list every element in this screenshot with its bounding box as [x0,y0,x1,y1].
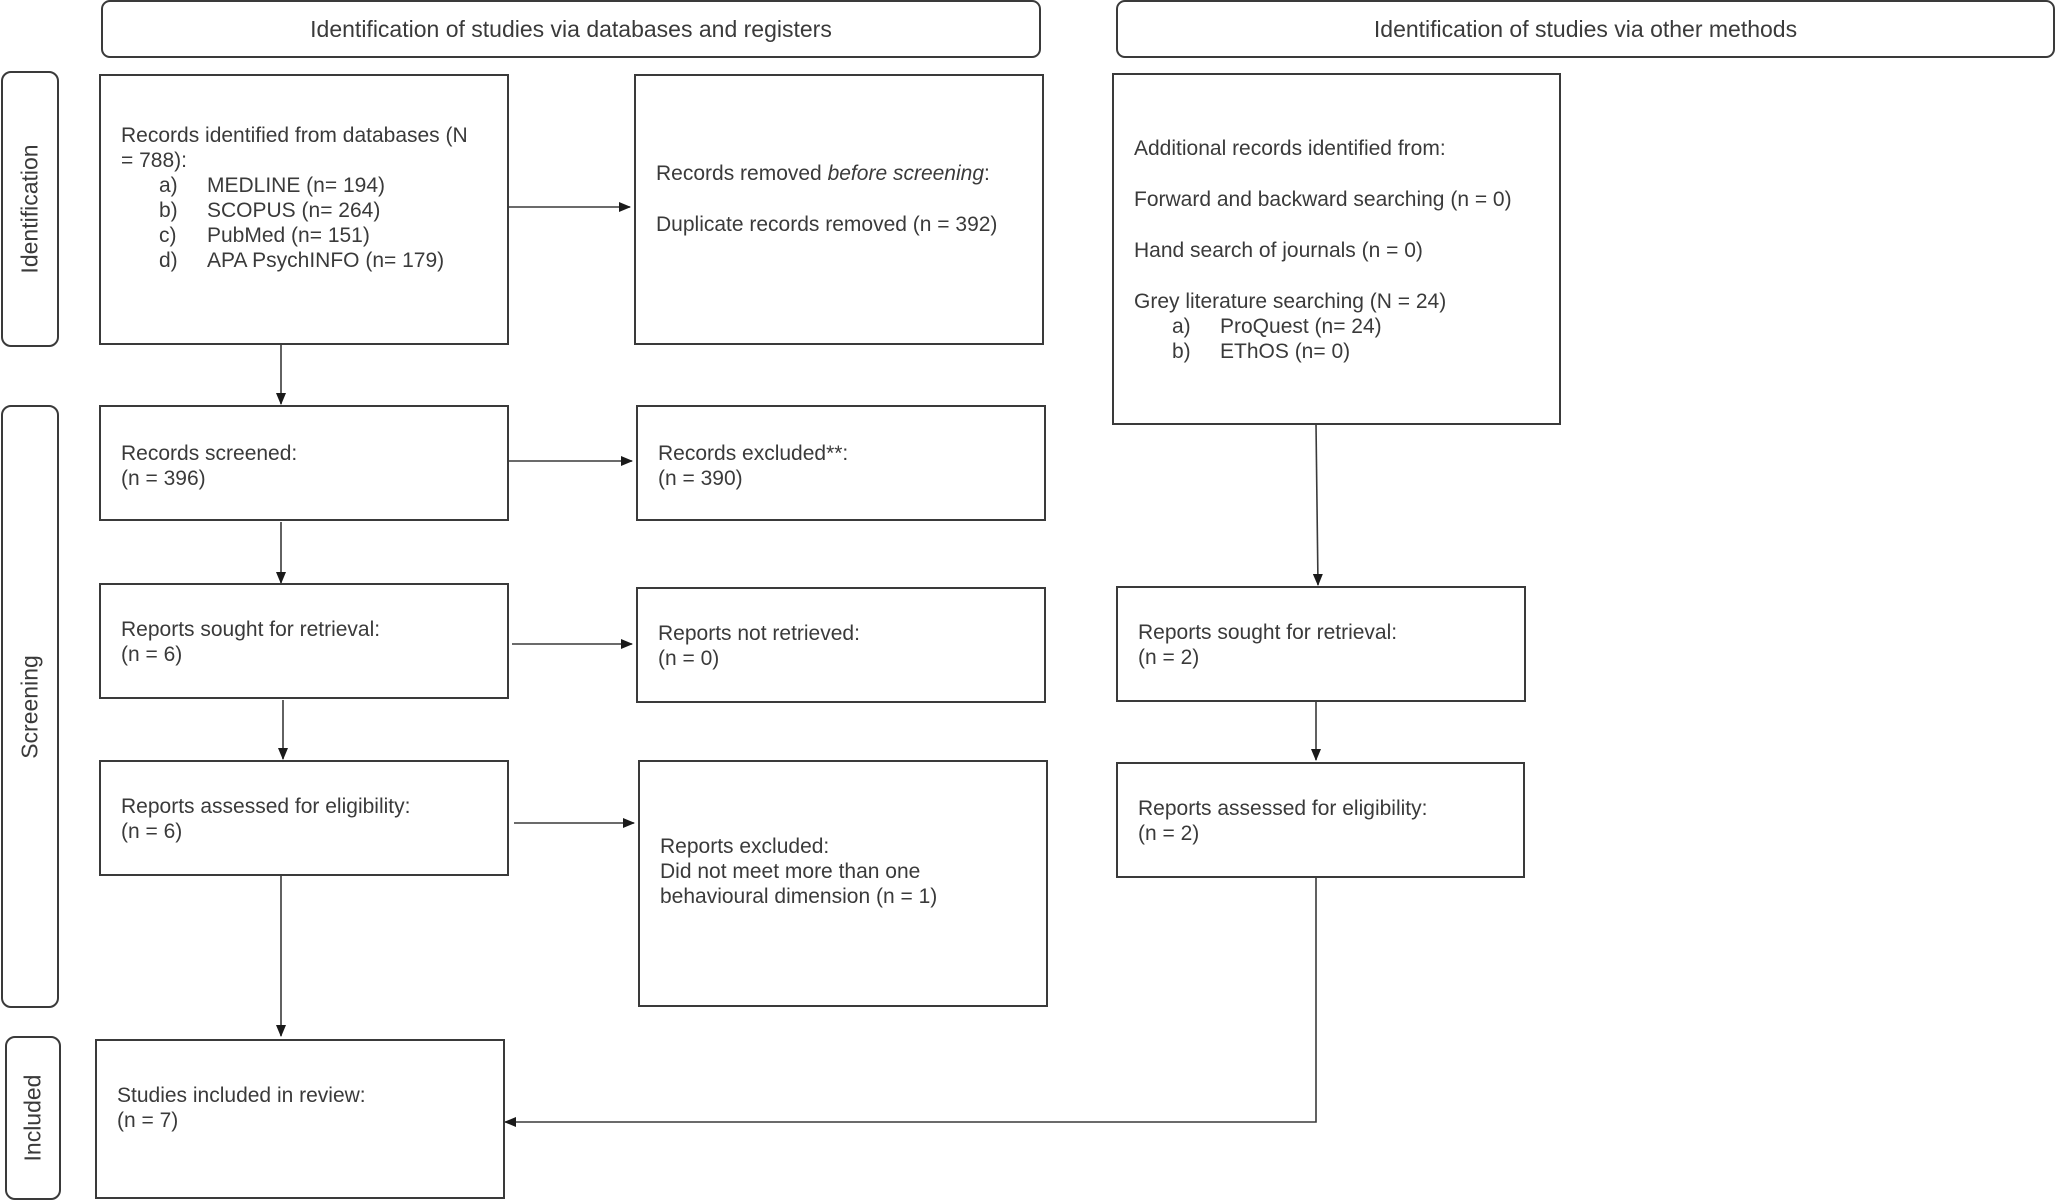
other-reports-sought-count: (n = 2) [1138,646,1200,669]
other-reports-assessed-count: (n = 2) [1138,822,1200,845]
studies-included-label: Studies included in review: [117,1084,366,1107]
additional-records-title: Additional records identified from: [1134,137,1446,160]
studies-included-box: Studies included in review: (n = 7) [95,1039,505,1199]
reports-sought-count: (n = 6) [121,643,183,666]
database-item: a)MEDLINE (n= 194) [159,174,385,197]
other-reports-sought-label: Reports sought for retrieval: [1138,621,1398,644]
other-reports-sought-box: Reports sought for retrieval: (n = 2) [1116,586,1526,702]
studies-included-count: (n = 7) [117,1109,179,1132]
phase-screening: Screening [1,405,59,1008]
records-screened-label: Records screened: [121,442,298,465]
records-removed-label: Records removed before screening: [656,162,990,185]
records-excluded-label: Records excluded**: [658,442,849,465]
records-screened-count: (n = 396) [121,467,206,490]
additional-records-box: Additional records identified from: Forw… [1112,73,1561,425]
reports-not-retrieved-label: Reports not retrieved: [658,622,860,645]
arrow-additional-to-other-sought [1312,423,1323,586]
grey-literature-item: b)EThOS (n= 0) [1172,340,1351,363]
grey-literature-searching: Grey literature searching (N = 24) [1134,290,1447,313]
arrow-other-assessed-to-included [504,877,1317,1127]
records-identified-box: Records identified from databases (N = 7… [99,74,509,345]
reports-excluded-line3: behavioural dimension (n = 1) [660,885,938,908]
header-databases-label: Identification of studies via databases … [310,15,832,42]
reports-not-retrieved-box: Reports not retrieved: (n = 0) [636,587,1046,703]
duplicates-removed: Duplicate records removed (n = 392) [656,213,998,236]
grey-literature-item: a)ProQuest (n= 24) [1172,315,1382,338]
hand-search-journals: Hand search of journals (n = 0) [1134,239,1423,262]
records-screened-box: Records screened: (n = 396) [99,405,509,521]
phase-identification: Identification [1,71,59,347]
phase-included: Included [5,1036,61,1200]
reports-assessed-box: Reports assessed for eligibility: (n = 6… [99,760,509,876]
reports-excluded-box: Reports excluded: Did not meet more than… [638,760,1048,1007]
reports-assessed-count: (n = 6) [121,820,183,843]
database-item: d)APA PsychINFO (n= 179) [159,249,445,272]
reports-excluded-label: Reports excluded: [660,835,830,858]
reports-not-retrieved-count: (n = 0) [658,647,720,670]
reports-sought-box: Reports sought for retrieval: (n = 6) [99,583,509,699]
reports-assessed-label: Reports assessed for eligibility: [121,795,411,818]
records-excluded-box: Records excluded**: (n = 390) [636,405,1046,521]
forward-backward-searching: Forward and backward searching (n = 0) [1134,188,1512,211]
header-databases: Identification of studies via databases … [101,0,1041,58]
reports-sought-label: Reports sought for retrieval: [121,618,381,641]
records-identified-line1: Records identified from databases (N [121,124,468,147]
header-other-label: Identification of studies via other meth… [1373,15,1798,42]
other-reports-assessed-box: Reports assessed for eligibility: (n = 2… [1116,762,1525,878]
records-identified-line2: = 788): [121,149,187,172]
reports-excluded-line2: Did not meet more than one [660,860,921,883]
records-removed-box: Records removed before screening: Duplic… [634,74,1044,345]
database-item: b)SCOPUS (n= 264) [159,199,381,222]
records-excluded-count: (n = 390) [658,467,743,490]
other-reports-assessed-label: Reports assessed for eligibility: [1138,797,1428,820]
header-other-methods: Identification of studies via other meth… [1116,0,2055,58]
database-item: c)PubMed (n= 151) [159,224,370,247]
